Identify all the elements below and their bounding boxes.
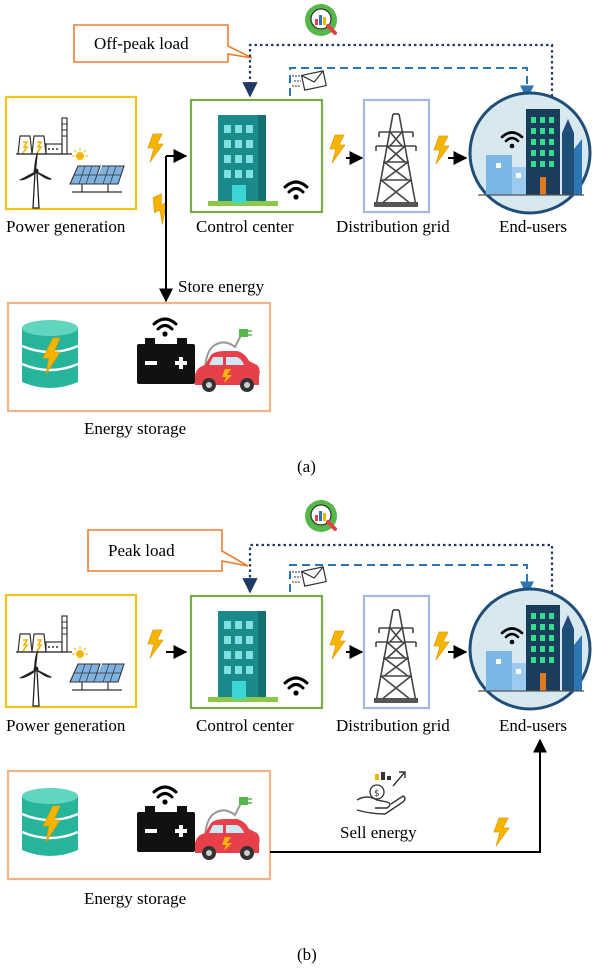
lightning-icon xyxy=(329,134,346,164)
caption-a: (a) xyxy=(297,457,316,476)
label-energy-storage-b: Energy storage xyxy=(84,889,186,908)
arrow-storage-to-users-b xyxy=(270,738,547,853)
feedback-dotted-link-b xyxy=(242,543,554,598)
battery-icon xyxy=(137,806,195,852)
label-energy-storage-a: Energy storage xyxy=(84,419,186,438)
database-icon xyxy=(20,318,80,390)
callout-box-b xyxy=(87,529,249,572)
callout-box-a xyxy=(73,24,253,63)
callout-peak: Peak load xyxy=(108,541,175,560)
control-dashed-link-a xyxy=(289,67,534,100)
label-power-generation-b: Power generation xyxy=(6,716,126,735)
lightning-icon xyxy=(433,135,450,165)
label-control-center-a: Control center xyxy=(196,217,294,236)
label-store-energy: Store energy xyxy=(178,277,265,296)
distribution-grid-box-a xyxy=(362,98,431,214)
label-control-center-b: Control center xyxy=(196,716,294,735)
panel-a: Off-peak load Power generation Store ene… xyxy=(4,2,592,476)
label-end-users-a: End-users xyxy=(499,217,567,236)
envelope-icon xyxy=(291,70,327,91)
envelope-icon xyxy=(291,566,327,587)
money-hand-icon xyxy=(356,771,406,815)
lightning-icon xyxy=(147,629,164,659)
distribution-grid-box-b xyxy=(362,594,431,710)
lightning-icon xyxy=(493,817,510,847)
city-icon xyxy=(468,587,592,711)
feedback-dotted-link-a xyxy=(242,43,554,102)
lightning-icon xyxy=(147,133,164,163)
database-icon xyxy=(20,786,80,858)
label-end-users-b: End-users xyxy=(499,716,567,735)
control-dashed-link-b xyxy=(289,564,534,596)
magnifier-chart-icon xyxy=(303,498,339,534)
caption-b: (b) xyxy=(297,945,317,964)
callout-off-peak: Off-peak load xyxy=(94,34,189,53)
panel-b: Peak load Power generation Control cente… xyxy=(4,498,592,964)
lightning-icon xyxy=(148,193,175,226)
label-distribution-grid-b: Distribution grid xyxy=(336,716,450,735)
magnifier-chart-icon xyxy=(303,2,339,38)
label-distribution-grid-a: Distribution grid xyxy=(336,217,450,236)
lightning-icon xyxy=(433,631,450,661)
battery-icon xyxy=(137,338,195,384)
lightning-icon xyxy=(329,630,346,660)
label-sell-energy: Sell energy xyxy=(340,823,417,842)
city-icon xyxy=(468,91,592,215)
label-power-generation-a: Power generation xyxy=(6,217,126,236)
